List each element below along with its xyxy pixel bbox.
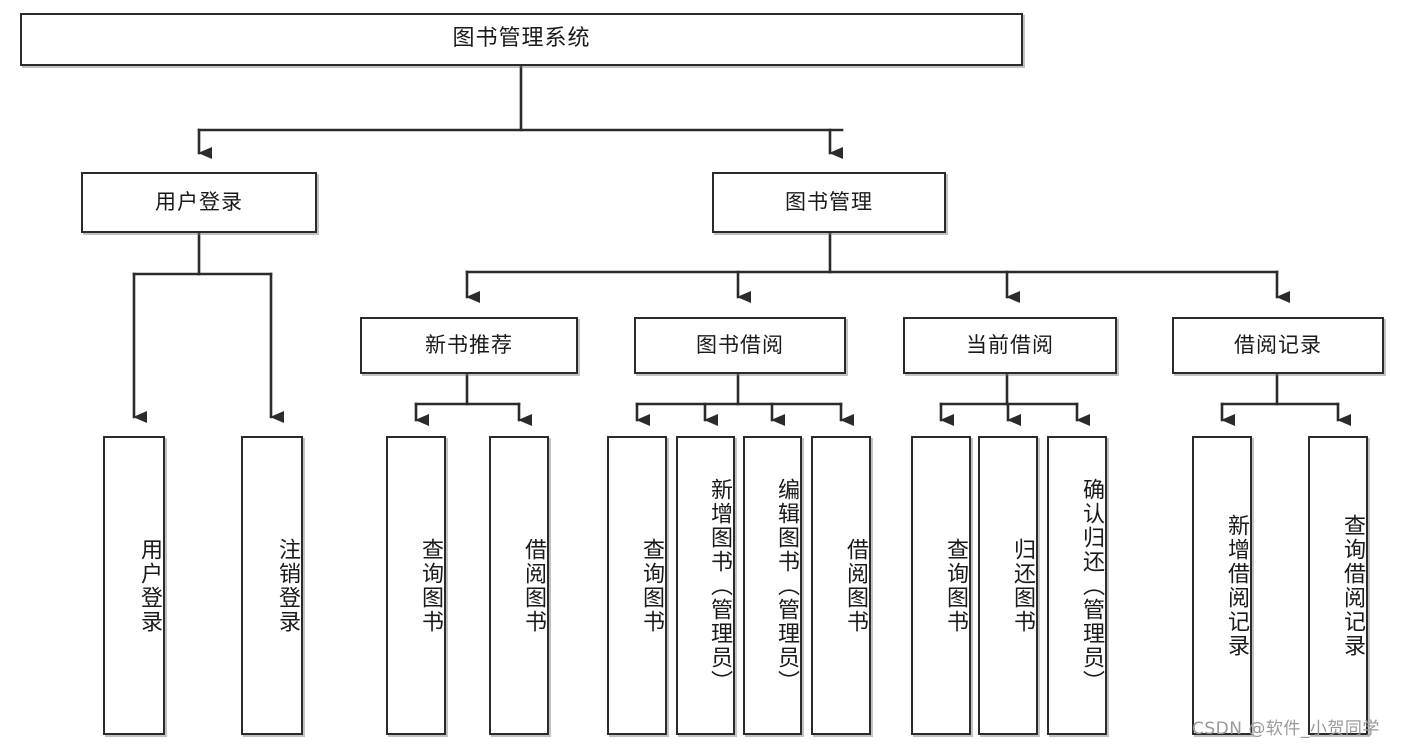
leaf-query-book-current[interactable]: 查询图书 (911, 436, 971, 735)
leaf-edit-book-admin[interactable]: 编辑图书（管理员） (743, 436, 802, 735)
node-label: 注销登录 (275, 537, 300, 634)
node-label: 确认归还（管理员） (1079, 477, 1104, 694)
csdn-watermark: CSDN @软件_小贺同学 (1192, 719, 1380, 739)
node-label: 新增图书（管理员） (707, 477, 732, 694)
node-label: 查询借阅记录 (1340, 513, 1365, 658)
leaf-confirm-return-admin[interactable]: 确认归还（管理员） (1047, 436, 1107, 735)
node-label: 用户登录 (137, 537, 162, 634)
node-label: 新增借阅记录 (1224, 513, 1249, 658)
node-label: 图书管理 (785, 189, 873, 214)
node-label: 用户登录 (155, 189, 243, 214)
leaf-borrow-book-recommend[interactable]: 借阅图书 (489, 436, 549, 735)
node-label: 图书管理系统 (452, 26, 591, 52)
node-root-book-management-system[interactable]: 图书管理系统 (20, 13, 1023, 66)
node-book-borrow[interactable]: 图书借阅 (634, 317, 846, 374)
node-label: 当前借阅 (966, 332, 1054, 357)
node-label: 查询图书 (418, 537, 443, 634)
node-label: 借阅图书 (521, 537, 546, 634)
leaf-user-login[interactable]: 用户登录 (103, 436, 165, 735)
node-label: 查询图书 (639, 537, 664, 634)
node-label: 借阅图书 (843, 537, 868, 634)
node-label: 借阅记录 (1234, 332, 1322, 357)
leaf-logout-login[interactable]: 注销登录 (241, 436, 303, 735)
leaf-return-book[interactable]: 归还图书 (978, 436, 1038, 735)
node-user-login[interactable]: 用户登录 (81, 172, 317, 233)
leaf-query-book-recommend[interactable]: 查询图书 (386, 436, 446, 735)
leaf-add-book-admin[interactable]: 新增图书（管理员） (676, 436, 735, 735)
node-current-borrow[interactable]: 当前借阅 (903, 317, 1117, 374)
node-label: 归还图书 (1010, 537, 1035, 634)
leaf-add-borrow-record[interactable]: 新增借阅记录 (1192, 436, 1252, 735)
node-label: 查询图书 (943, 537, 968, 634)
node-book-manage[interactable]: 图书管理 (712, 172, 946, 233)
leaf-borrow-book-borrow[interactable]: 借阅图书 (811, 436, 871, 735)
node-label: 图书借阅 (696, 332, 784, 357)
node-new-book-recommend[interactable]: 新书推荐 (360, 317, 578, 374)
node-borrow-record[interactable]: 借阅记录 (1172, 317, 1384, 374)
node-label: 新书推荐 (425, 332, 513, 357)
leaf-query-borrow-record[interactable]: 查询借阅记录 (1308, 436, 1368, 735)
node-label: 编辑图书（管理员） (774, 477, 799, 694)
leaf-query-book-borrow[interactable]: 查询图书 (607, 436, 667, 735)
